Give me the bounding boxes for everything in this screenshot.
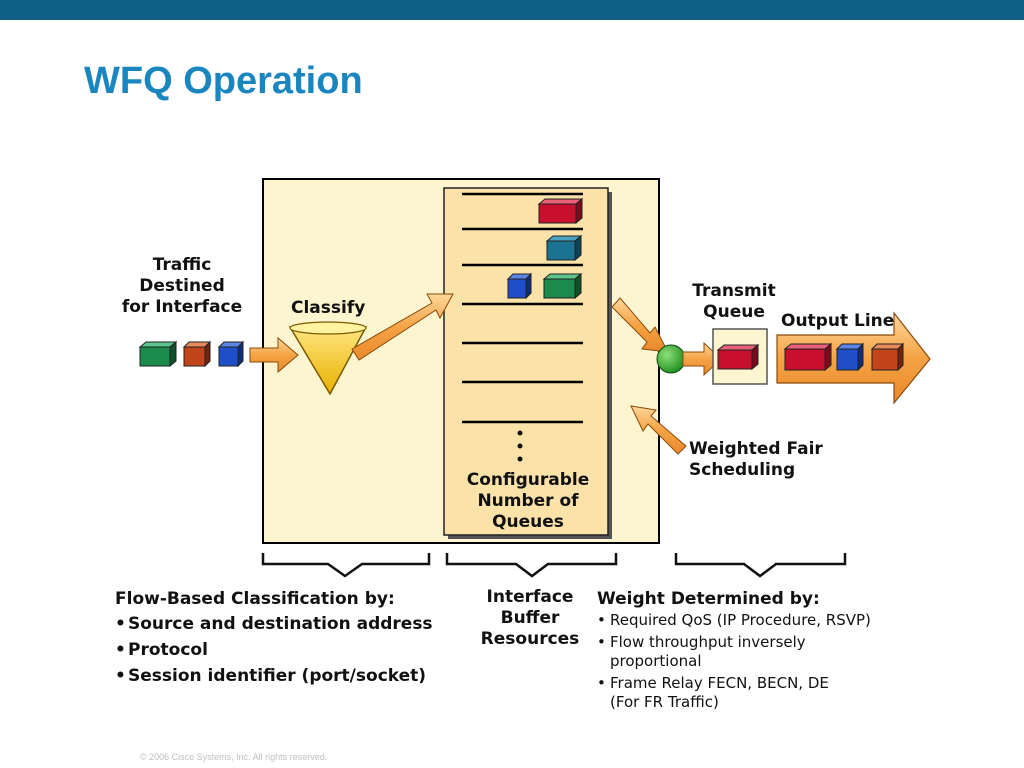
packet-orange (182, 340, 212, 368)
queued-packets (506, 197, 584, 300)
scheduling-label: Weighted Fair Scheduling (689, 439, 823, 480)
packet-orange (870, 342, 905, 372)
classify-label: Classify (291, 298, 366, 318)
weight-heading: Weight Determined by: (597, 589, 820, 609)
classification-list: Source and destination address Protocol … (115, 611, 433, 689)
brace-classification (261, 553, 431, 578)
arrow-to-classify (249, 336, 299, 374)
more-queues-dots (517, 430, 523, 462)
classification-caption: Flow-Based Classification by: Source and… (115, 587, 433, 689)
list-item: Source and destination address (115, 611, 433, 637)
packet-blue (835, 342, 865, 372)
brace-weight (674, 553, 847, 578)
list-item: Session identifier (port/socket) (115, 663, 433, 689)
queue-lines (462, 192, 583, 424)
buffer-caption: Interface Buffer Resources (480, 587, 580, 649)
list-item: Required QoS (IP Procedure, RSVP) (597, 611, 871, 630)
weight-caption: Weight Determined by: Required QoS (IP P… (597, 587, 871, 715)
slide-title: WFQ Operation (84, 60, 363, 102)
output-line-label: Output Line (781, 311, 895, 331)
packet-green (542, 272, 583, 300)
packet-red (537, 197, 584, 225)
packet-red (783, 342, 833, 372)
packet-red (716, 343, 760, 371)
top-bar (0, 0, 1024, 20)
packet-teal (545, 234, 583, 262)
arrow-from-scheduling (630, 405, 687, 455)
traffic-label: Traffic Destined for Interface (121, 255, 243, 317)
copyright-footer: © 2006 Cisco Systems, Inc. All rights re… (140, 752, 328, 762)
packet-blue (217, 340, 245, 368)
transmit-queue-label: Transmit Queue (692, 281, 776, 322)
arrow-to-queues (351, 293, 454, 361)
arrow-to-scheduler (611, 297, 669, 353)
scheduler-node (656, 344, 686, 374)
weight-list: Required QoS (IP Procedure, RSVP) Flow t… (597, 611, 871, 712)
outgoing-packets (783, 342, 905, 372)
list-item: Protocol (115, 637, 433, 663)
classification-heading: Flow-Based Classification by: (115, 589, 395, 609)
brace-buffer (445, 553, 618, 578)
queues-label: Configurable Number of Queues (466, 470, 590, 532)
packet-blue (506, 272, 533, 300)
packet-green (138, 340, 178, 368)
braces (261, 553, 847, 578)
incoming-packets (138, 340, 245, 368)
classify-funnel-top (289, 321, 367, 335)
list-item: Frame Relay FECN, BECN, DE(For FR Traffi… (597, 674, 871, 712)
